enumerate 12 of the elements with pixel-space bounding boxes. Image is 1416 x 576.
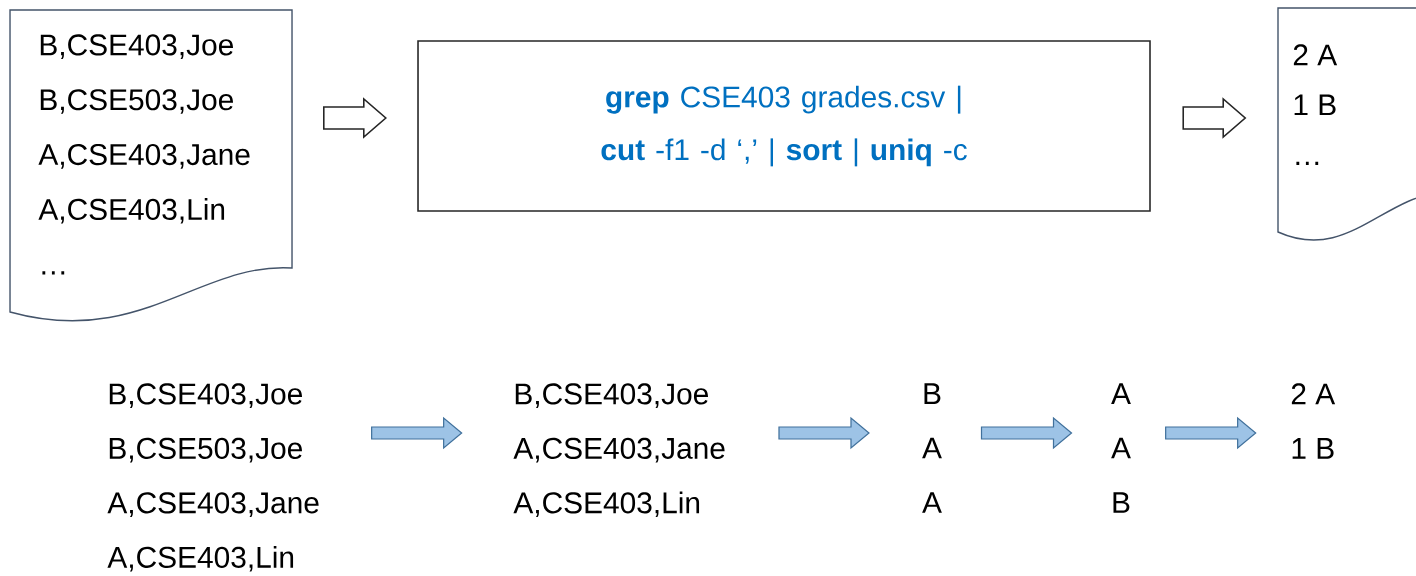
- command-box: grep CSE403 grades.csv | cut -f1 -d ‘,’ | sort | uniq -c: [417, 40, 1151, 212]
- block-arrow: [778, 416, 870, 450]
- block-arrow: [980, 416, 1073, 450]
- text-lines: B,CSE403,Joe B,CSE503,Joe A,CSE403,Jane A,CSE403,Lin: [107, 383, 319, 572]
- block-arrow: [323, 97, 387, 139]
- text-lines: 2 A 1 B: [1291, 383, 1336, 459]
- text-lines: A A B: [1111, 383, 1131, 513]
- block-arrow: [1165, 416, 1257, 450]
- block-arrow: [1182, 97, 1247, 139]
- block-arrow: [371, 416, 463, 450]
- text-lines: B,CSE403,Joe A,CSE403,Jane A,CSE403,Lin: [513, 383, 725, 517]
- text-lines: B A A: [922, 383, 942, 513]
